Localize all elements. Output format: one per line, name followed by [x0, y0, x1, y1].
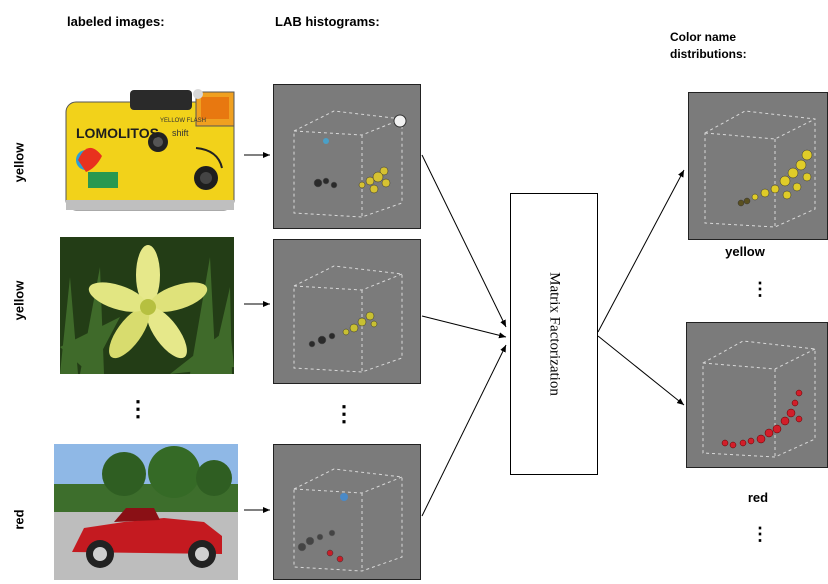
header-lab-histograms: LAB histograms:	[275, 14, 380, 29]
lily-photo	[60, 237, 234, 374]
camera-brand-text: LOMOLITOS	[76, 125, 159, 141]
lab-histogram-1	[273, 84, 421, 229]
camera-photo: LOMOLITOS YELLOW FLASH shift	[58, 88, 240, 218]
header-labeled-images: labeled images:	[67, 14, 165, 29]
matrix-factorization-box: Matrix Factorization	[510, 193, 598, 475]
arrow-mf-to-yellow	[597, 169, 685, 333]
lab-histogram-3	[273, 444, 421, 580]
camera-model-text: shift	[172, 128, 189, 138]
arrow-hist3-to-mf	[421, 344, 507, 517]
arrow-mf-to-red	[597, 335, 685, 406]
output-label-red: red	[747, 490, 769, 505]
arrow-hist2-to-mf	[421, 315, 507, 339]
output-label-yellow: yellow	[725, 244, 765, 259]
red-car-photo	[54, 444, 238, 580]
lab-histogram-2	[273, 239, 421, 384]
arrow-hist1-to-mf	[421, 154, 507, 328]
color-name-distribution-red	[686, 322, 828, 468]
camera-sub-text: YELLOW FLASH	[160, 118, 206, 124]
header-color-name-distributions: Color name distributions:	[670, 30, 747, 61]
